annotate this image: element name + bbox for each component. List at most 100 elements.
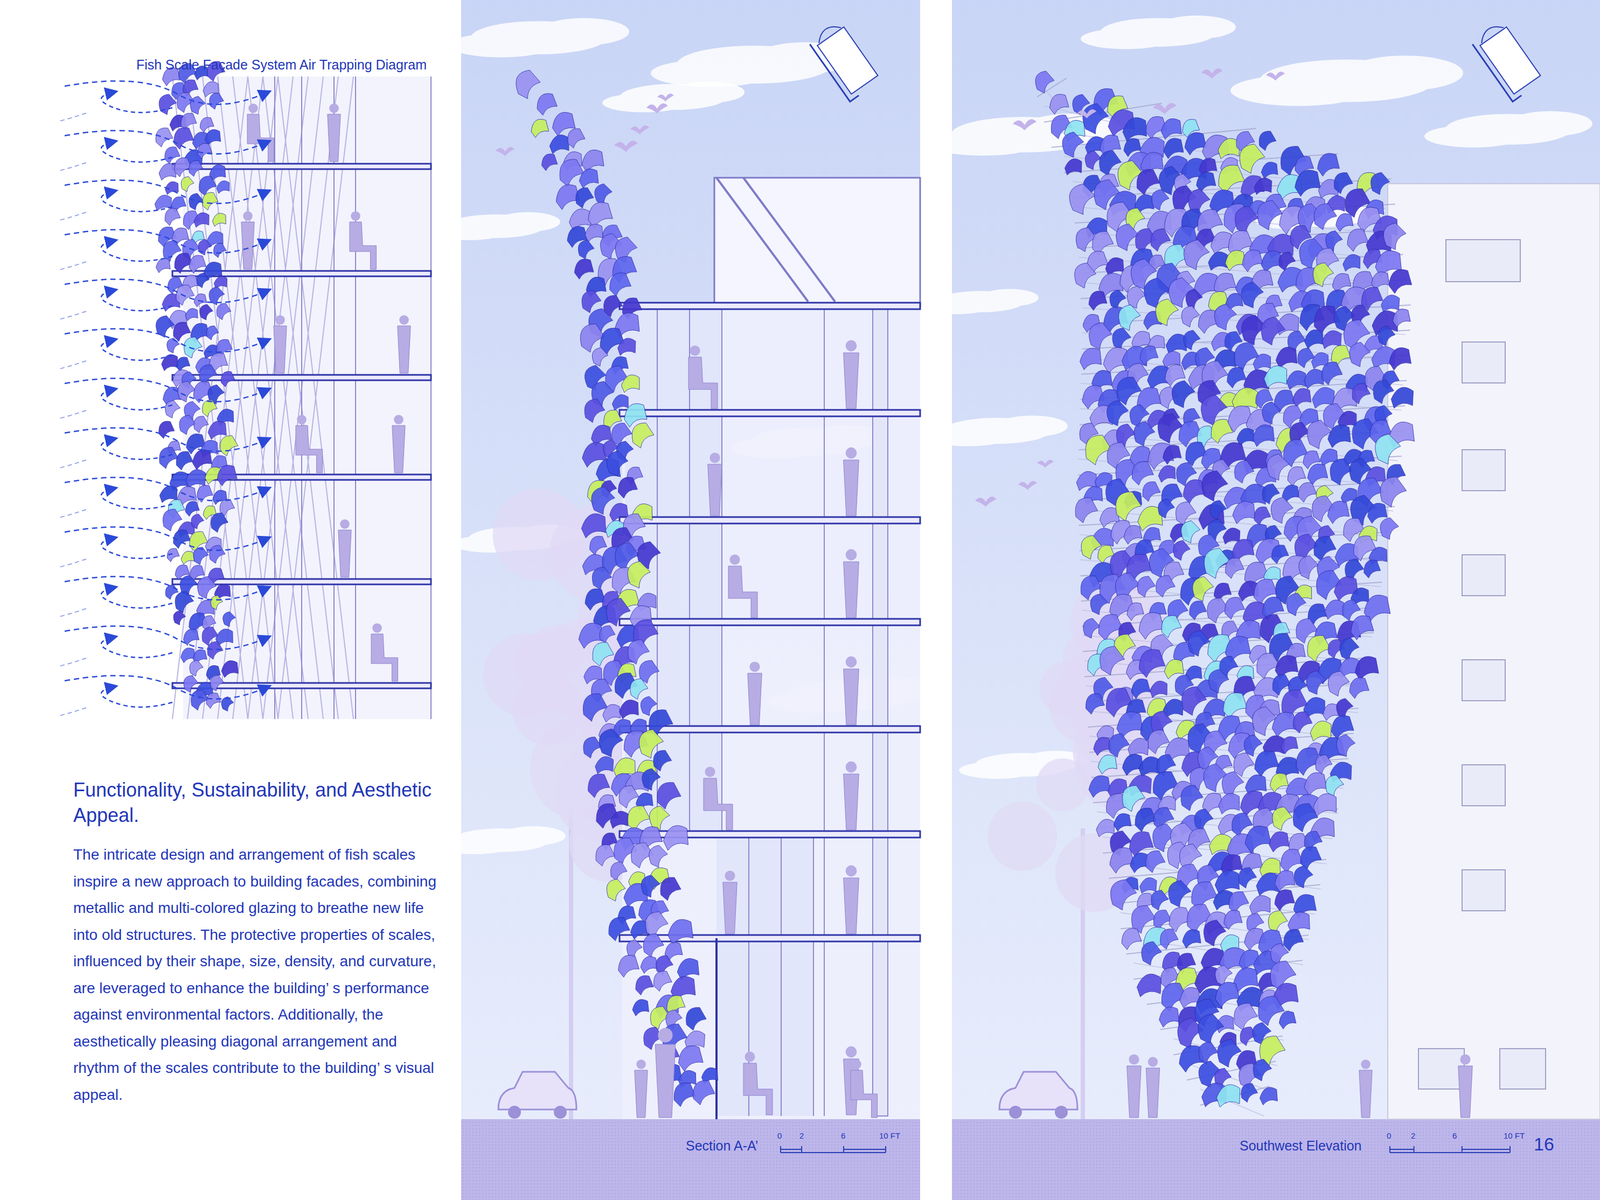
- person-head: [704, 766, 715, 777]
- fish-scale: [650, 777, 684, 811]
- person-head: [851, 1059, 862, 1070]
- mullion: [430, 76, 432, 720]
- fish-scale: [1148, 679, 1170, 699]
- fish-scale: [1295, 843, 1325, 872]
- fish-scale: [171, 448, 196, 471]
- backgrounds: [430, 0, 1600, 1200]
- fish-scale: [648, 747, 674, 773]
- tree-leaves: [1035, 758, 1089, 812]
- fish-scale: [1252, 176, 1274, 196]
- fish-scale: [590, 841, 617, 868]
- fish-scale: [595, 622, 617, 645]
- mullion: [823, 625, 825, 727]
- car-body: [999, 1072, 1078, 1110]
- fish-scale: [1095, 752, 1120, 776]
- fish-scale: [1267, 803, 1295, 832]
- fish-scale: [203, 690, 224, 711]
- person-head: [729, 554, 740, 565]
- air-trapping-section: [59, 58, 431, 720]
- fish-scale: [1375, 515, 1401, 541]
- fish-scale: [576, 166, 602, 190]
- bird: [1201, 68, 1223, 79]
- scale-bar-segment: [1389, 1149, 1415, 1151]
- fish-scale: [1136, 938, 1164, 967]
- fish-scale: [1140, 847, 1168, 875]
- fish-scale: [1277, 734, 1300, 756]
- fish-scale: [625, 676, 651, 701]
- person-body: [1127, 1066, 1142, 1118]
- cloud: [925, 415, 1068, 447]
- fish-scale: [218, 694, 235, 712]
- ground: [461, 1119, 921, 1200]
- fish-scale: [1289, 385, 1314, 408]
- fish-scale: [189, 544, 210, 566]
- mullion: [301, 76, 303, 720]
- fish-scale: [217, 369, 238, 388]
- air-flow-arrow: [64, 526, 270, 551]
- column: [872, 941, 888, 1117]
- floor-slab: [619, 618, 921, 626]
- car-wheel: [508, 1105, 521, 1119]
- fish-scale: [1229, 457, 1257, 485]
- trapped-air-arrow: [101, 339, 173, 361]
- fish-scale: [1248, 1056, 1274, 1083]
- fish-scale: [1316, 358, 1345, 387]
- person-body: [843, 352, 860, 409]
- mullion: [823, 523, 825, 619]
- fish-scale: [185, 157, 205, 178]
- fish-scale: [151, 312, 177, 339]
- fish-scale: [1310, 752, 1334, 776]
- trapped-air-arrow: [101, 587, 173, 609]
- scale-number: 2: [799, 1131, 804, 1142]
- window: [1462, 449, 1506, 491]
- person-body: [703, 778, 733, 831]
- person-body: [241, 221, 255, 270]
- scale-number: 6: [840, 1131, 846, 1142]
- building-interior: [622, 305, 921, 1120]
- fish-scale: [599, 594, 633, 628]
- wind-line: [59, 113, 87, 122]
- fish-scale: [219, 610, 237, 628]
- fish-scale: [1320, 228, 1345, 253]
- north-arrow: [1470, 19, 1544, 102]
- bird: [646, 103, 669, 114]
- fish-scale: [1045, 91, 1072, 116]
- mullion: [721, 523, 723, 619]
- person-head: [350, 211, 361, 221]
- fish-scale: [616, 697, 642, 720]
- lattice-line: [262, 76, 339, 720]
- fish-scale: [578, 510, 610, 540]
- fish-scale: [1205, 415, 1236, 445]
- bird: [1012, 119, 1037, 131]
- north-arrow-cap: [814, 21, 841, 44]
- person-body: [655, 1044, 676, 1118]
- fish-scale: [1128, 418, 1158, 448]
- fish-scale: [1365, 169, 1391, 197]
- person-body: [371, 634, 399, 682]
- fish-scale: [621, 558, 652, 590]
- fish-scale: [212, 301, 233, 322]
- person-body: [1359, 1070, 1373, 1118]
- person-body: [1145, 1068, 1160, 1118]
- bird: [1018, 481, 1038, 491]
- fish-scale: [1174, 781, 1206, 813]
- window: [1445, 239, 1521, 282]
- scale-bar-segment: [843, 1149, 886, 1151]
- fish-scale: [562, 125, 588, 150]
- floor-slab: [619, 302, 921, 310]
- fish-scale: [1301, 416, 1334, 451]
- window: [1462, 764, 1506, 806]
- air-flow-arrow: [64, 576, 270, 600]
- fish-scale: [206, 673, 226, 693]
- fish-scale: [1176, 518, 1202, 545]
- fish-scale: [207, 593, 225, 611]
- person-head: [636, 1059, 646, 1070]
- scale-number: 0: [777, 1131, 782, 1142]
- sky-panel: [951, 0, 1600, 1200]
- fish-scale: [588, 345, 610, 368]
- mullion: [689, 416, 691, 518]
- fish-scale: [1220, 554, 1247, 580]
- fish-scale: [186, 94, 207, 116]
- trapped-air-arrow: [101, 686, 173, 708]
- bird: [657, 93, 674, 102]
